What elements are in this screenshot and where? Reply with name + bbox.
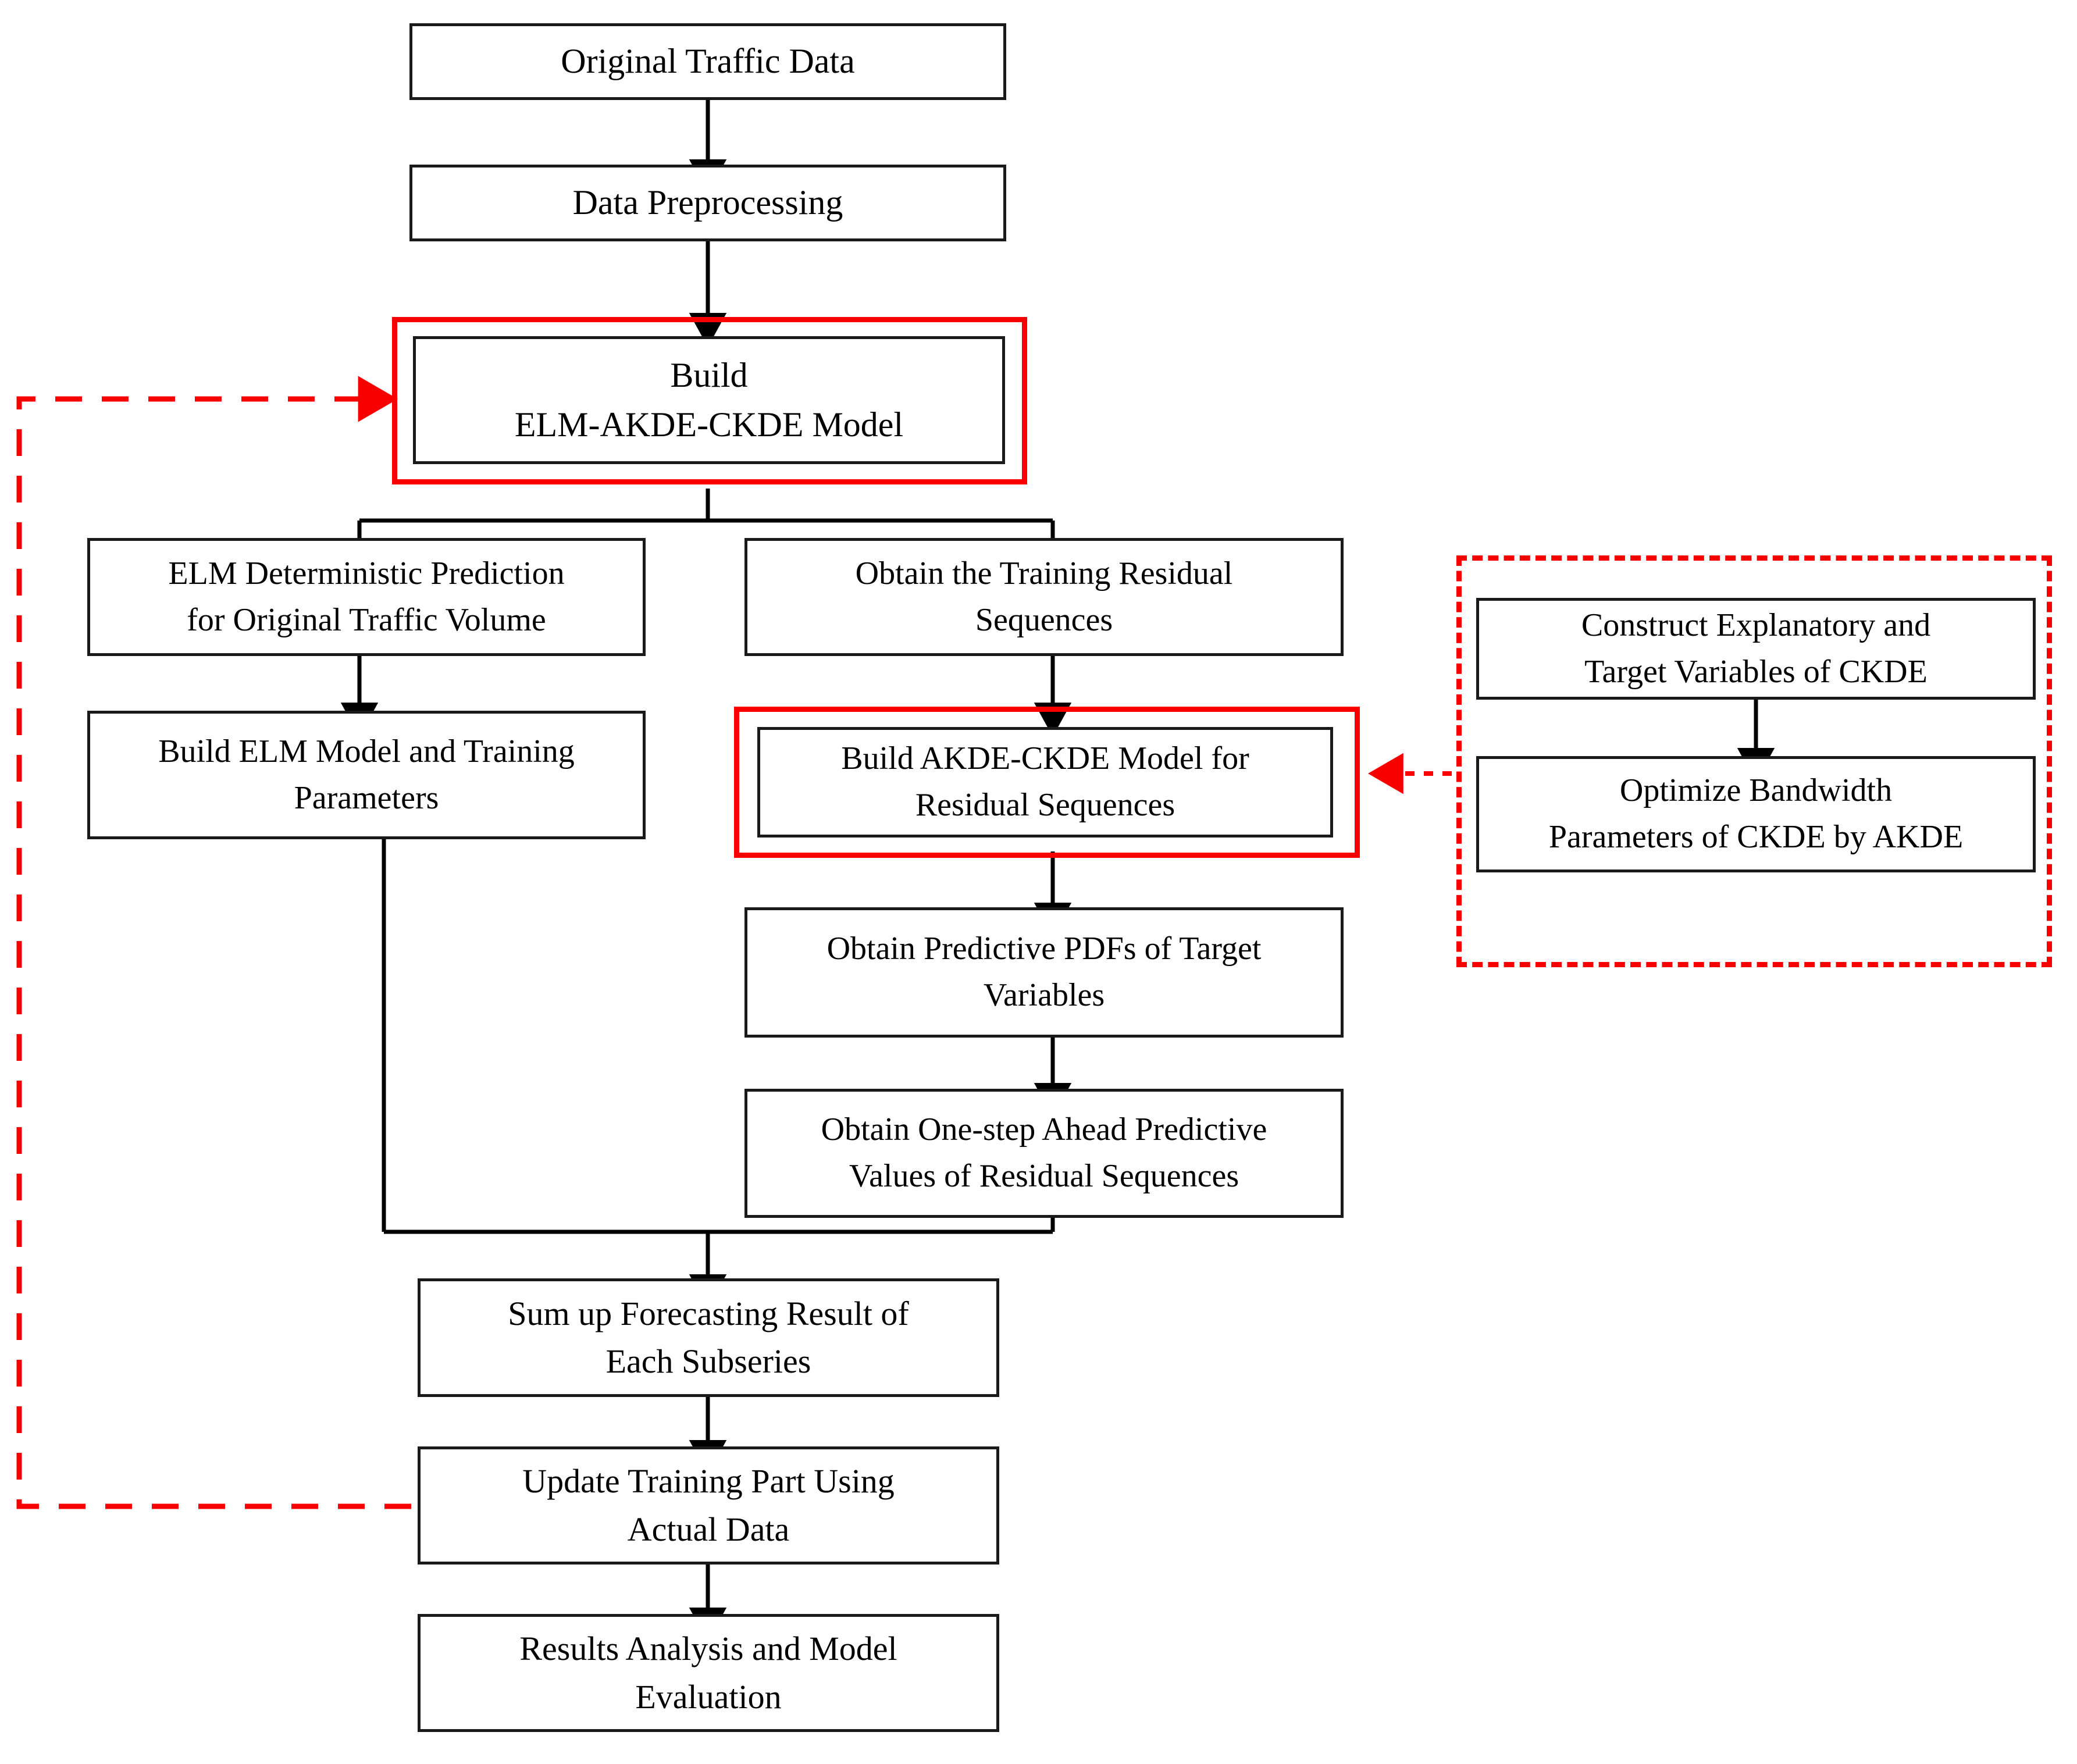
node-obtain-one-step-ahead-predictive-values[interactable]: Obtain One-step Ahead Predictive Values … bbox=[744, 1089, 1344, 1218]
node-data-preprocessing[interactable]: Data Preprocessing bbox=[409, 165, 1006, 241]
edge-merge-to-sum-up bbox=[382, 839, 1055, 1309]
node-build-elm-akde-ckde-model[interactable]: Build ELM-AKDE-CKDE Model bbox=[413, 336, 1005, 464]
node-build-elm-model-and-training-parameters[interactable]: Build ELM Model and Training Parameters bbox=[87, 711, 646, 839]
node-optimize-bandwidth-parameters[interactable]: Optimize Bandwidth Parameters of CKDE by… bbox=[1476, 756, 2036, 872]
node-original-traffic-data[interactable]: Original Traffic Data bbox=[409, 23, 1006, 100]
node-obtain-training-residual-sequences[interactable]: Obtain the Training Residual Sequences bbox=[744, 538, 1344, 656]
edge-feedback-update-to-build-model bbox=[16, 376, 411, 1509]
node-results-analysis-and-model-evaluation[interactable]: Results Analysis and Model Evaluation bbox=[418, 1614, 999, 1732]
node-construct-explanatory-and-target-variables[interactable]: Construct Explanatory and Target Variabl… bbox=[1476, 598, 2036, 700]
node-obtain-predictive-pdfs-of-target-variables[interactable]: Obtain Predictive PDFs of Target Variabl… bbox=[744, 907, 1344, 1038]
node-build-akde-ckde-model-for-residual-sequences[interactable]: Build AKDE-CKDE Model for Residual Seque… bbox=[757, 727, 1333, 838]
node-update-training-part[interactable]: Update Training Part Using Actual Data bbox=[418, 1446, 999, 1565]
node-elm-deterministic-prediction[interactable]: ELM Deterministic Prediction for Origina… bbox=[87, 538, 646, 656]
node-sum-up-forecasting-result[interactable]: Sum up Forecasting Result of Each Subser… bbox=[418, 1278, 999, 1397]
